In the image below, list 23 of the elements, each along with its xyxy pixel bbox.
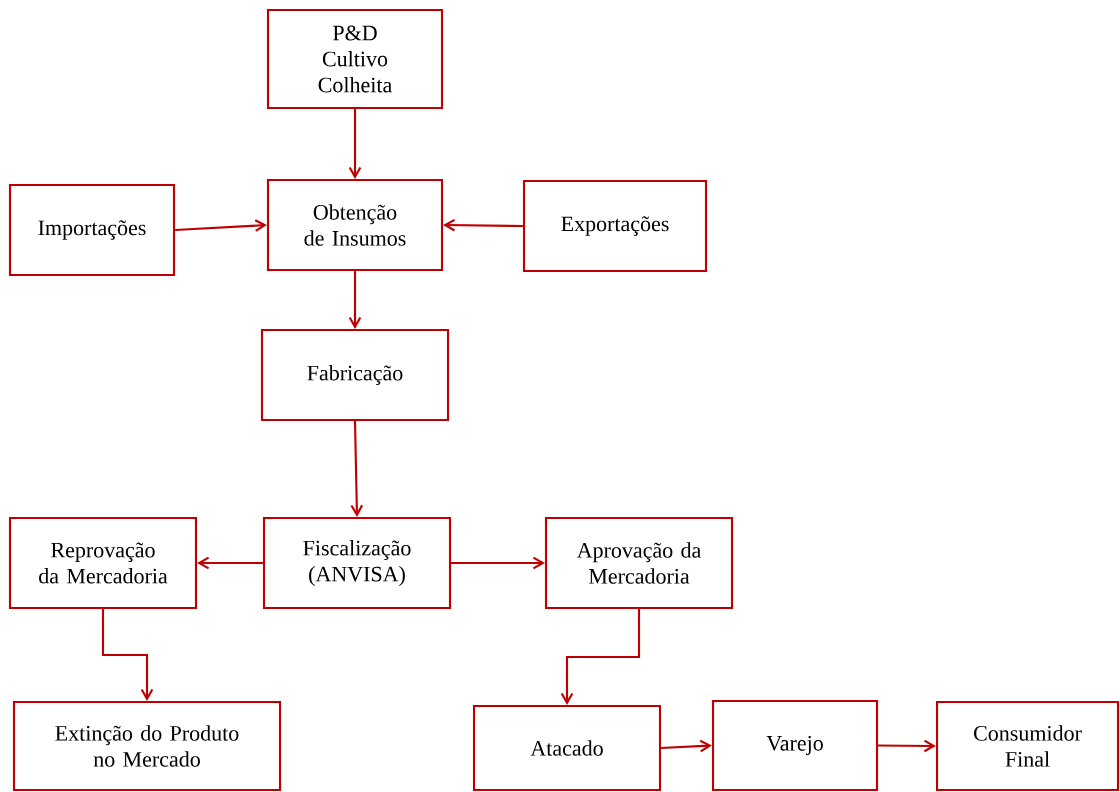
process-box: Consumidor Final <box>935 700 1120 792</box>
arrow <box>175 219 267 232</box>
arrow <box>348 271 362 329</box>
arrow <box>451 556 545 570</box>
process-box: Exportações <box>522 179 708 273</box>
arrow <box>443 218 523 232</box>
arrow <box>878 739 936 753</box>
process-box: Obtenção de Insumos <box>266 178 444 272</box>
process-box: Reprovação da Mercadoria <box>8 516 198 610</box>
process-box: Varejo <box>711 699 879 792</box>
process-box: Extinção do Produto no Mercado <box>12 700 282 792</box>
arrow <box>661 739 712 753</box>
process-box: P&D Cultivo Colheita <box>266 8 444 110</box>
arrow <box>101 609 154 701</box>
arrow <box>350 421 364 517</box>
process-box: Fabricação <box>260 328 450 422</box>
arrow <box>348 109 362 179</box>
process-box: Importações <box>8 183 176 277</box>
process-box: Atacado <box>472 704 662 792</box>
arrow <box>197 556 263 570</box>
process-box: Aprovação da Mercadoria <box>544 516 734 610</box>
arrow <box>560 609 641 705</box>
process-box: Fiscalização (ANVISA) <box>262 516 452 610</box>
